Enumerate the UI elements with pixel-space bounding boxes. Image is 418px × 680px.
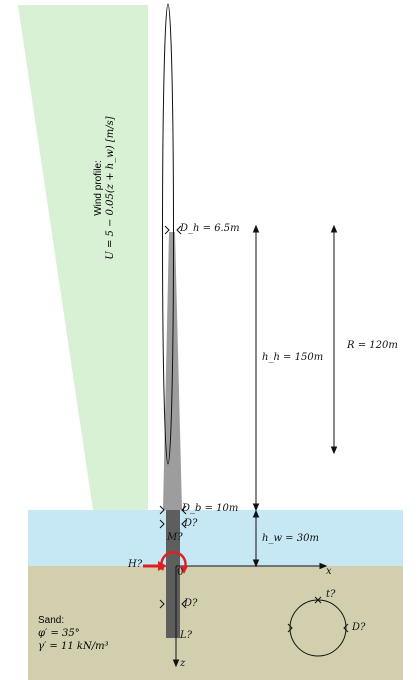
label-D-section: D? xyxy=(352,622,366,633)
soil-title: Sand: xyxy=(38,615,65,626)
label-hh: h_h = 150m xyxy=(262,352,324,363)
wind-profile-formula: U = 5 − 0.05(z + h_w) [m/s] xyxy=(105,116,116,260)
rotor-blade xyxy=(162,3,174,465)
section-markers xyxy=(287,596,349,633)
label-hw: h_w = 30m xyxy=(262,533,319,544)
soil-label: Sand: φ′ = 35° γ′ = 11 kN/m³ xyxy=(38,614,109,653)
wind-profile-title: Wind profile: xyxy=(93,160,104,216)
label-origin: 0 xyxy=(177,567,184,578)
label-R: R = 120m xyxy=(347,340,398,351)
hh-dimension xyxy=(252,224,260,512)
soil-layer xyxy=(28,566,403,680)
soil-phi: φ′ = 35° xyxy=(38,628,80,639)
label-D-water: D? xyxy=(184,518,198,529)
soil-gamma: γ′ = 11 kN/m³ xyxy=(38,641,109,652)
label-D-soil: D? xyxy=(184,598,198,609)
label-M: M? xyxy=(167,532,183,543)
x-axis xyxy=(176,562,328,570)
label-t: t? xyxy=(326,589,336,600)
diameter-markers xyxy=(159,225,187,609)
label-x-axis: x xyxy=(326,566,332,577)
water-layer xyxy=(28,510,403,566)
label-H: H? xyxy=(128,559,143,570)
wind-profile-area xyxy=(18,5,148,510)
label-z-axis: z xyxy=(180,658,186,669)
label-Dh: D_h = 6.5m xyxy=(180,223,240,234)
wind-profile-label: Wind profile: U = 5 − 0.05(z + h_w) [m/s… xyxy=(93,108,117,268)
label-L: L? xyxy=(180,630,193,641)
moment-arrow xyxy=(160,550,188,574)
z-axis xyxy=(172,566,180,668)
hw-dimension xyxy=(252,509,260,568)
R-dimension xyxy=(330,224,338,455)
label-Db: D_b = 10m xyxy=(182,503,239,514)
